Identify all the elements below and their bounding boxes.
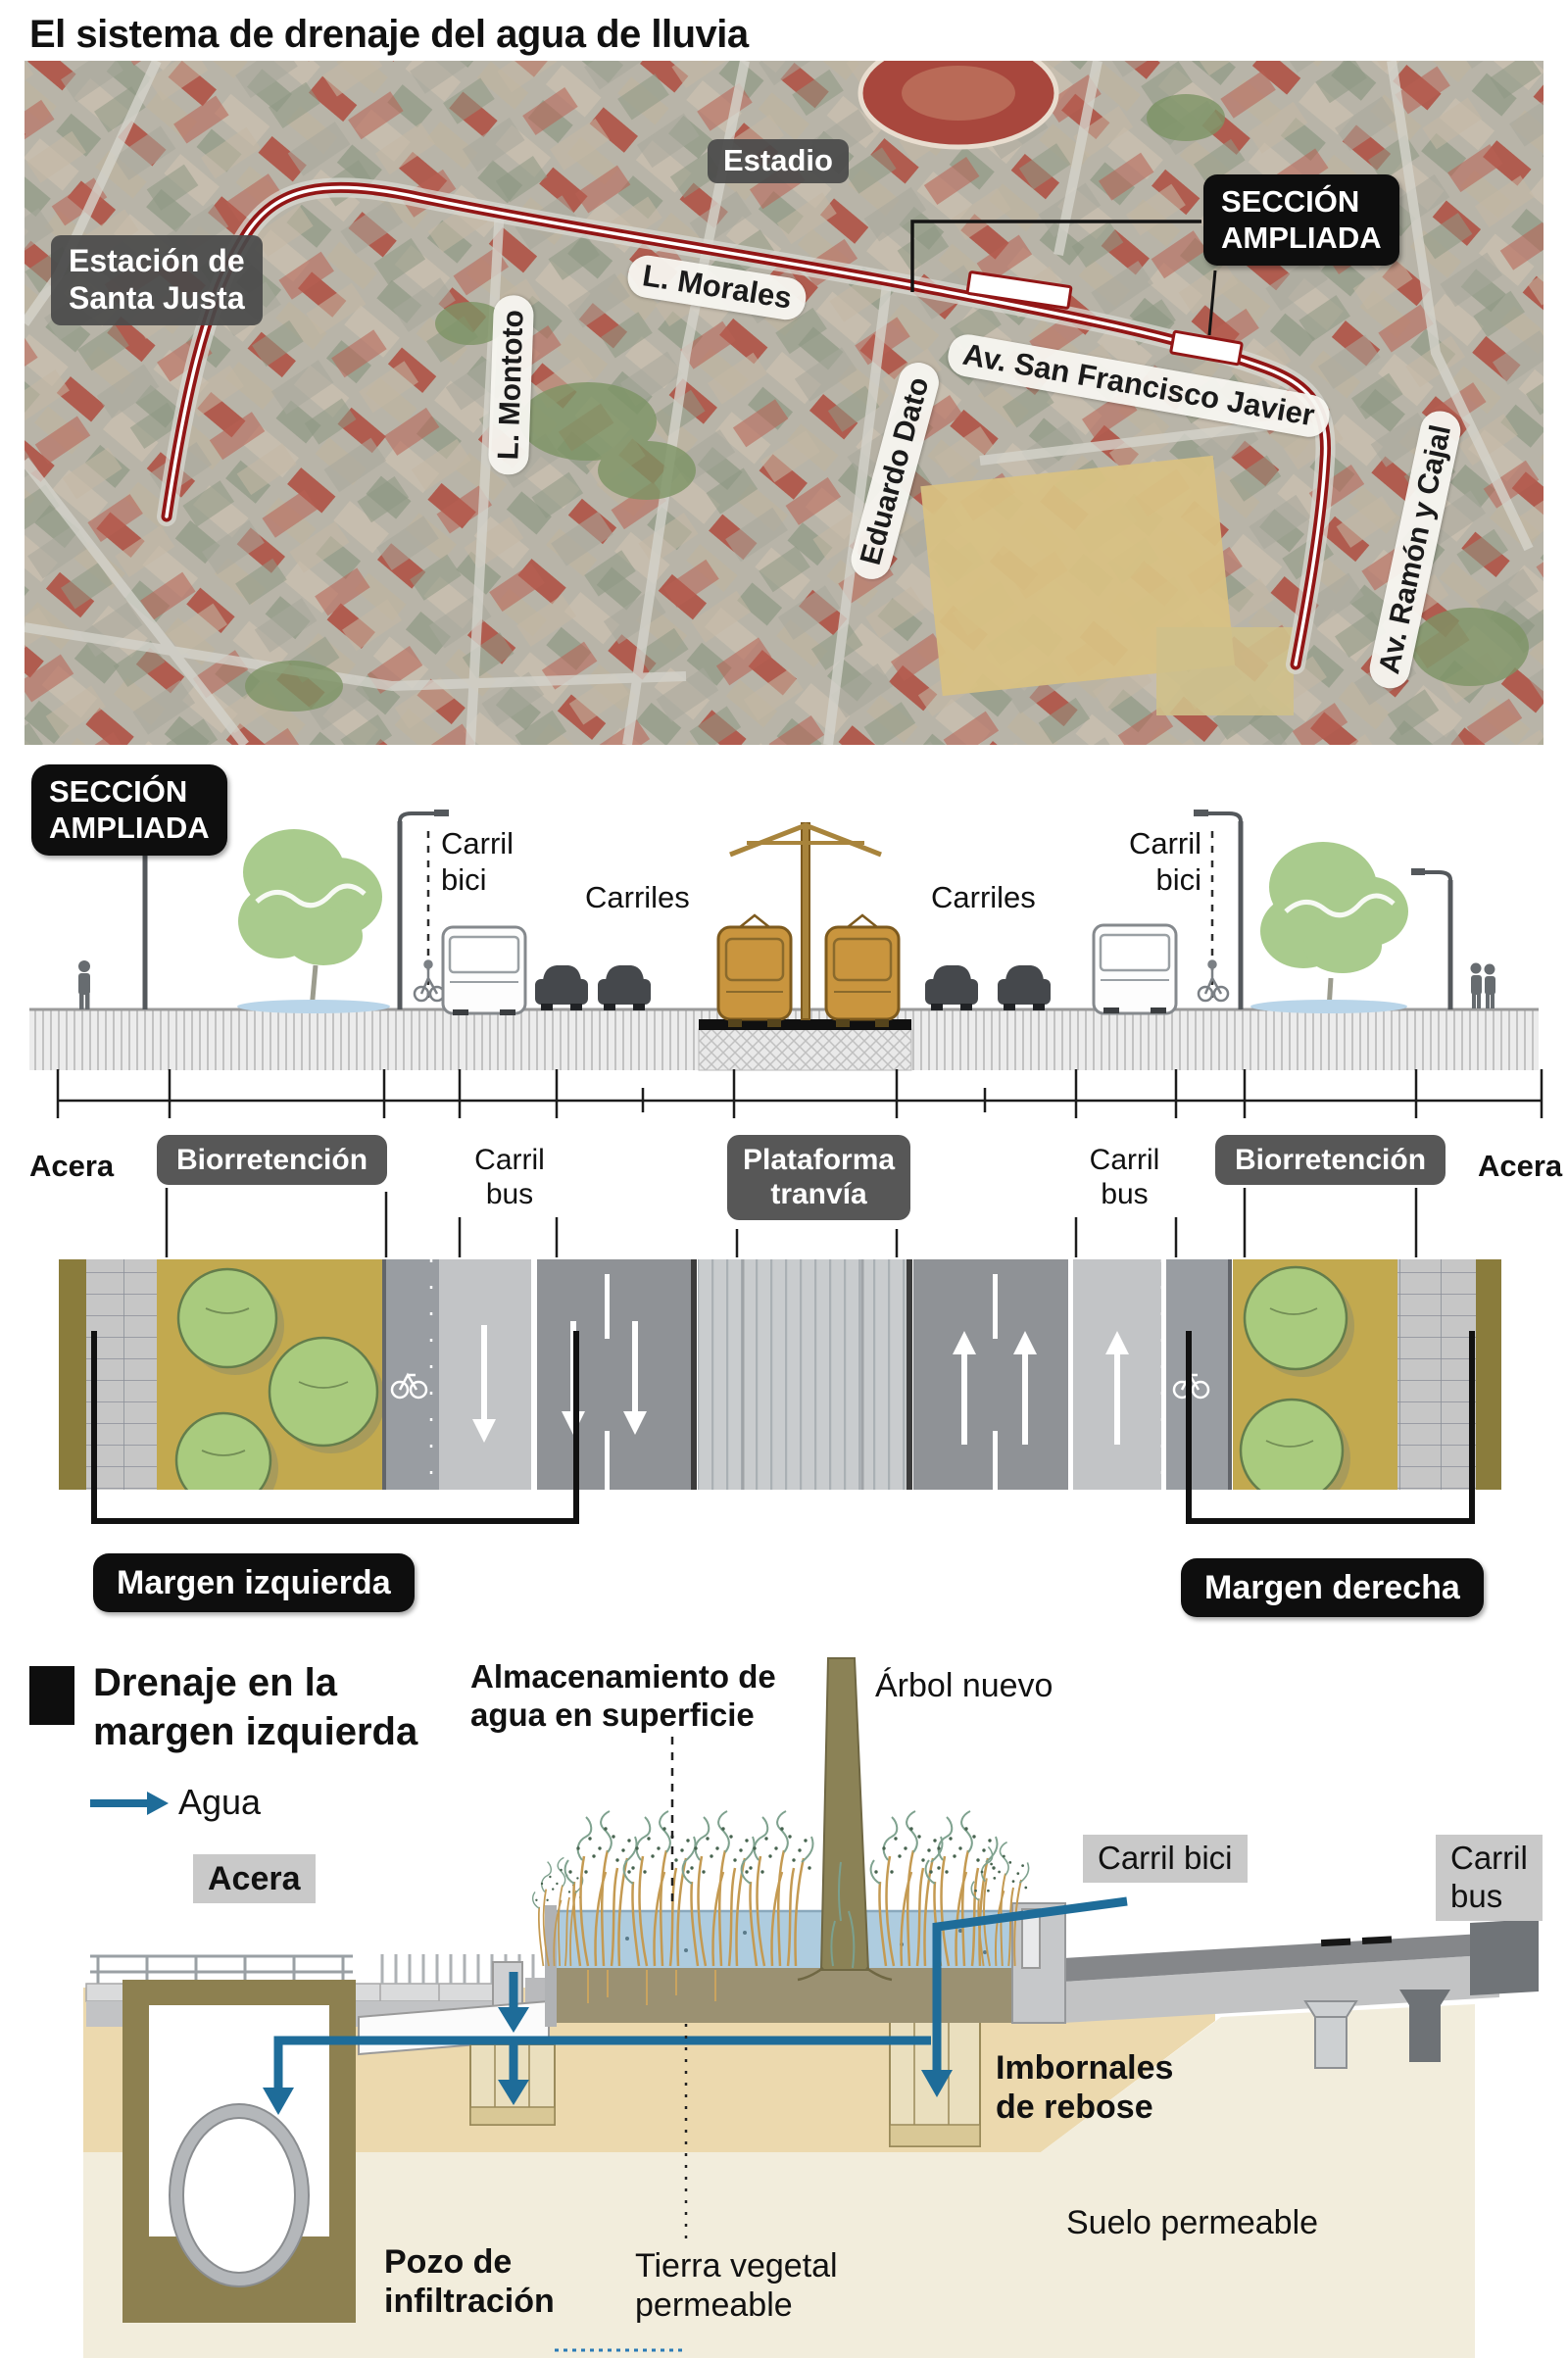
section-label-carriles-left: Carriles [585,880,690,914]
map-label-santa-justa: Estación de Santa Justa [51,235,263,325]
section-label-carril-bici-right: Carril bici [1096,826,1201,898]
map-section-badge: SECCIÓN AMPLIADA [1203,174,1399,267]
section-badge-line2: AMPLIADA [49,810,210,845]
label-margen-derecha: Margen derecha [1181,1558,1484,1618]
carril-bus-right-line1: Carril [1089,1144,1160,1176]
drainage-heading-bullet [29,1666,74,1725]
plan-bike-icon-left [390,1372,428,1400]
legend-agua: Agua [178,1782,262,1822]
page-title: El sistema de drenaje del agua de lluvia [29,13,749,56]
dimension-line [56,1069,1544,1118]
map-section-callout-line [910,220,1201,292]
margin-brackets [91,1331,1475,1524]
label-almacenamiento: Almacenamiento de agua en superficie [470,1658,776,1735]
label-leader-lines [165,1188,1418,1257]
section-tree-right [1250,842,1408,1013]
map-section-badge-line2: AMPLIADA [1221,220,1382,255]
row-label-carril-bus-right: Carril bus [1068,1143,1181,1212]
plan-arrow-down-bus-left [472,1325,496,1443]
almacenamiento-line2: agua en superficie [470,1696,755,1733]
plan-arrow-up-bus-right [1105,1331,1129,1445]
section-label-carril-bici-left: Carril bici [441,826,514,898]
map-section-markers [965,270,1244,367]
label-acera-drainage: Acera [193,1854,316,1904]
section-badge: SECCIÓN AMPLIADA [31,764,227,857]
map-green-areas [245,94,1529,712]
carril-bici-left-line2: bici [441,861,487,897]
road-right [1063,1919,1539,2069]
carril-bus-drainage-line2: bus [1450,1877,1503,1914]
row-label-acera-left: Acera [29,1149,115,1183]
tierra-line1: Tierra vegetal [635,2247,838,2285]
plan-trees-right [1239,1265,1354,1490]
carril-bus-left-line2: bus [485,1178,534,1211]
map-stadium [858,61,1059,150]
label-suelo-permeable: Suelo permeable [1066,2204,1319,2241]
plan-view-group [59,1259,1501,1490]
imbornales-line2: de rebose [996,2089,1153,2127]
tram-figures [716,822,901,1027]
row-label-acera-right: Acera [1478,1149,1563,1183]
pozo-line1: Pozo de [384,2243,513,2281]
water-arrowheads [263,2007,953,2115]
label-pozo: Pozo de infiltración [384,2242,555,2321]
new-tree-trunk [797,1657,893,1982]
drainage-heading-line1: Drenaje en la [93,1661,338,1704]
infiltration-well [122,1980,356,2323]
tierra-line2: permeable [635,2286,793,2325]
cyclist-figures [413,959,1230,1003]
row-label-plataforma: Plataforma tranvía [727,1135,911,1220]
carril-bici-right-line2: bici [1155,861,1201,897]
label-tierra: Tierra vegetal permeable [635,2246,838,2325]
section-label-carriles-right: Carriles [931,880,1036,914]
map-section-badge-line1: SECCIÓN [1221,184,1360,219]
plan-arrows-up-right [953,1274,1037,1490]
plan-trees-left [174,1267,385,1490]
map-street-l-montoto: L. Montoto [487,294,535,476]
drainage-heading-line2: margen izquierda [93,1710,418,1753]
carril-bus-drainage-line1: Carril [1450,1840,1528,1876]
carril-bici-right-line1: Carril [1128,826,1201,860]
section-tree-left [237,829,390,1013]
label-imbornales: Imbornales de rebose [996,2048,1173,2127]
map-label-santa-justa-line1: Estación de [69,243,245,278]
label-carril-bici-drainage: Carril bici [1083,1835,1248,1883]
drainage-detail-group [83,1657,1539,2358]
map-roads [24,61,1534,745]
map-label-santa-justa-line2: Santa Justa [69,279,245,316]
carril-bus-left-line1: Carril [474,1144,545,1176]
carril-bici-left-line1: Carril [441,826,514,860]
water-pipes [273,1896,1128,2088]
label-arbol-nuevo: Árbol nuevo [875,1667,1054,1704]
imbornales-line1: Imbornales [996,2049,1174,2087]
pedestrian-figures [78,960,1495,1009]
car-figures [535,965,1051,1010]
row-label-biorretencion-left: Biorretención [157,1135,388,1186]
label-carril-bus-drainage: Carril bus [1436,1835,1543,1921]
plataforma-line2: tranvía [770,1178,867,1211]
map-park [920,455,1236,697]
row-label-biorretencion-right: Biorretención [1215,1135,1446,1186]
drainage-heading: Drenaje en la margen izquierda [93,1658,417,1756]
street-lamps [142,810,1453,1009]
bus-figures [441,923,1178,1015]
cross-section-group [29,810,1544,1257]
map-label-estadio: Estadio [708,139,849,183]
almacenamiento-line1: Almacenamiento de [470,1658,776,1695]
row-label-carril-bus-left: Carril bus [456,1143,564,1212]
label-margen-izquierda: Margen izquierda [93,1553,415,1613]
agua-legend-arrow [90,1792,169,1815]
pozo-line2: infiltración [384,2283,555,2321]
section-badge-line1: SECCIÓN [49,774,188,809]
carril-bus-right-line2: bus [1101,1178,1149,1211]
plataforma-line1: Plataforma [743,1144,896,1176]
